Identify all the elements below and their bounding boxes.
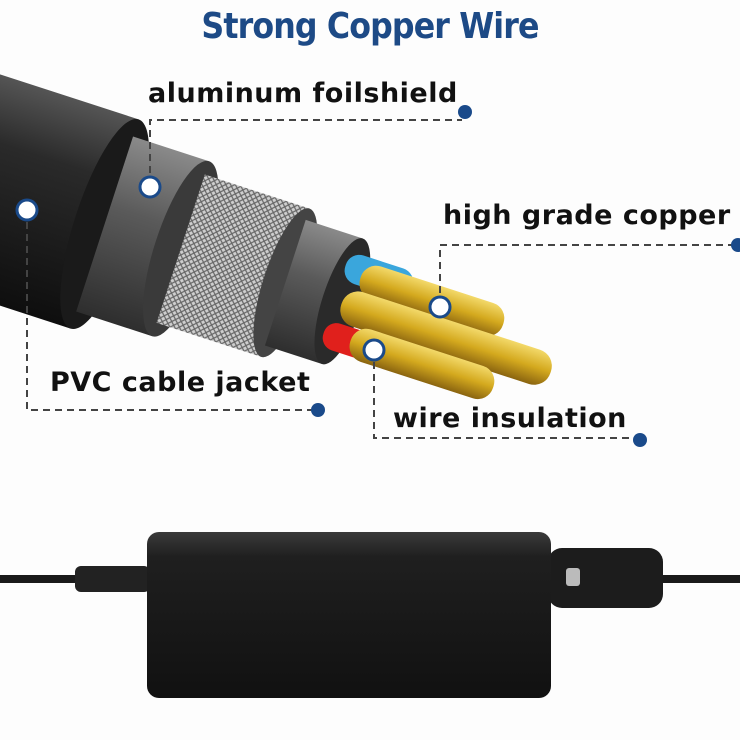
callout-line-jacket <box>26 210 318 411</box>
label-wire-insulation: wire insulation <box>393 403 627 434</box>
callout-dot <box>731 238 740 252</box>
dc-cord <box>0 575 90 583</box>
callout-line-foil <box>149 119 462 185</box>
label-high-grade-copper: high grade copper <box>443 200 731 231</box>
copper-strand <box>340 291 552 385</box>
ac-inlet <box>548 548 663 608</box>
inner-sheath <box>264 219 363 365</box>
power-adapter <box>0 532 740 698</box>
marker-insulation <box>362 338 386 362</box>
callout-dot <box>311 403 325 417</box>
marker-jacket <box>15 198 39 222</box>
callout-line-insulation <box>373 350 640 439</box>
callout-line-copper <box>439 244 735 305</box>
marker-foil <box>138 175 162 199</box>
label-aluminum-foilshield: aluminum foilshield <box>148 78 458 109</box>
label-pvc-cable-jacket: PVC cable jacket <box>50 367 311 398</box>
marker-copper <box>428 295 452 319</box>
callout-dot <box>633 433 647 447</box>
foil-layer <box>76 136 210 337</box>
page-title: Strong Copper Wire <box>201 6 539 47</box>
copper-strand <box>349 328 495 400</box>
ac-cord <box>660 575 740 583</box>
adapter-brick <box>147 532 551 698</box>
strain-relief-left <box>75 566 150 592</box>
callout-dot <box>458 105 472 119</box>
